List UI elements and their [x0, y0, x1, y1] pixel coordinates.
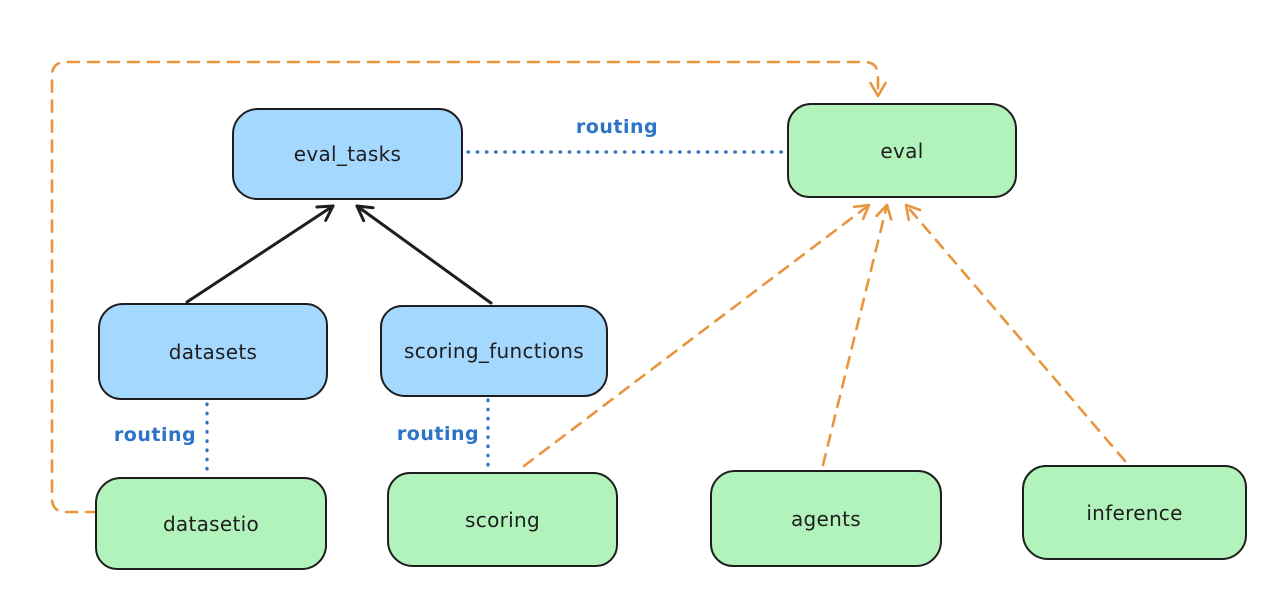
- node-eval-label: eval: [880, 138, 924, 163]
- node-agents: agents: [710, 470, 942, 567]
- routing-label-scoring-functions-scoring: routing: [396, 423, 480, 445]
- arrow-datasets-to-eval-tasks: [185, 204, 335, 304]
- node-inference: inference: [1022, 465, 1247, 560]
- node-datasetio-label: datasetio: [162, 511, 260, 536]
- node-scoring-functions: scoring_functions: [380, 305, 608, 397]
- arrow-scoring-functions-to-eval-tasks: [355, 204, 493, 305]
- arrow-scoring-to-eval: [522, 203, 871, 468]
- node-datasetio: datasetio: [95, 477, 327, 570]
- node-scoring-functions-label: scoring_functions: [403, 339, 585, 363]
- node-eval: eval: [787, 103, 1017, 198]
- node-datasets: datasets: [98, 303, 328, 400]
- arrow-inference-to-eval: [904, 203, 1127, 463]
- node-eval-tasks-label: eval_tasks: [293, 142, 402, 166]
- node-scoring: scoring: [387, 472, 618, 567]
- routing-label-datasets-datasetio: routing: [113, 424, 197, 446]
- node-datasets-label: datasets: [168, 339, 258, 364]
- node-inference-label: inference: [1086, 500, 1183, 525]
- routing-label-eval-tasks-eval: routing: [575, 116, 659, 138]
- node-agents-label: agents: [791, 506, 861, 531]
- arrow-agents-to-eval: [821, 203, 893, 467]
- arrow-datasetio-to-eval: [50, 60, 887, 514]
- node-eval-tasks: eval_tasks: [232, 108, 463, 200]
- node-scoring-label: scoring: [465, 507, 540, 532]
